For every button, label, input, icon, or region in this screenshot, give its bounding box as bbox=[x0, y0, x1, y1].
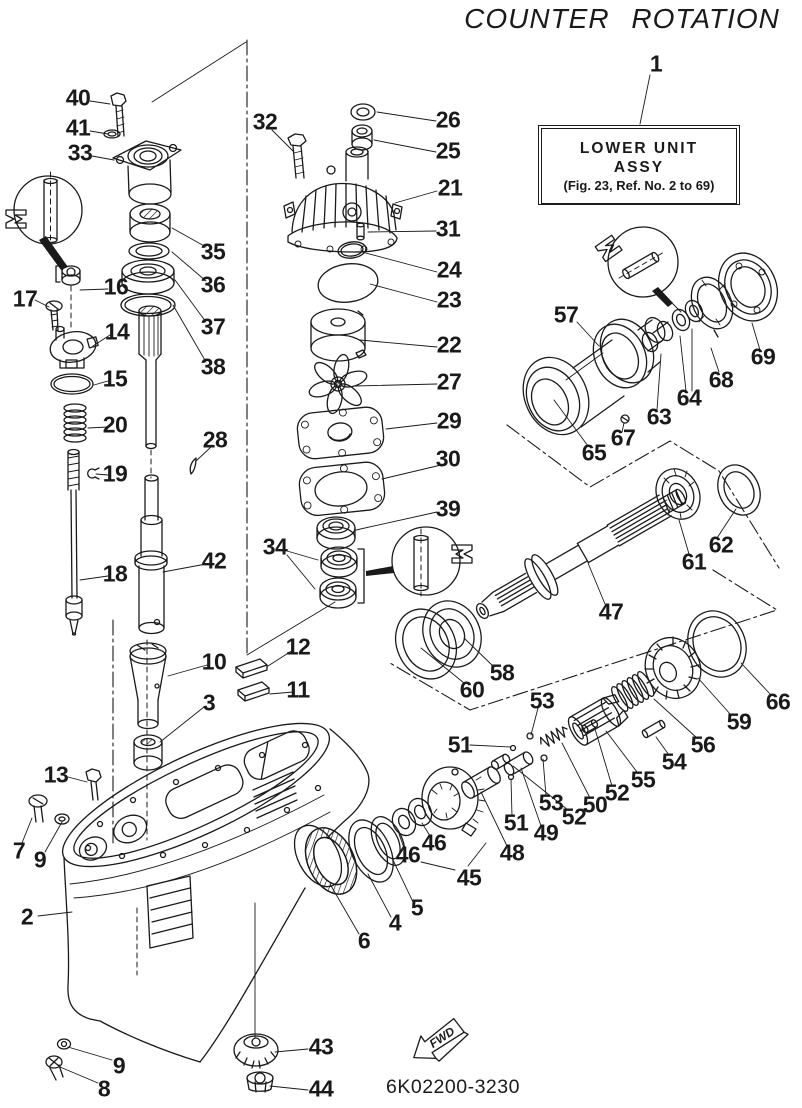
callout-leader-lines bbox=[21, 74, 772, 1091]
callout-17: 17 bbox=[12, 285, 38, 312]
gear-case-parts bbox=[28, 722, 370, 1093]
callout-45: 45 bbox=[456, 864, 482, 891]
callout-55: 55 bbox=[630, 766, 656, 793]
callout-18: 18 bbox=[102, 560, 128, 587]
callout-4: 4 bbox=[388, 909, 402, 936]
callout-29: 29 bbox=[436, 407, 462, 434]
callout-51: 51 bbox=[447, 731, 473, 758]
callout-65: 65 bbox=[581, 439, 607, 466]
left-column-parts bbox=[45, 92, 197, 636]
callout-48: 48 bbox=[499, 839, 525, 866]
callout-30: 30 bbox=[435, 445, 461, 472]
callout-57: 57 bbox=[553, 301, 579, 328]
callout-16: 16 bbox=[103, 273, 129, 300]
callout-1: 1 bbox=[649, 50, 663, 77]
callout-40: 40 bbox=[65, 84, 91, 111]
assy-ref-box-inner: LOWER UNIT ASSY (Fig. 23, Ref. No. 2 to … bbox=[541, 128, 737, 204]
page-title: COUNTER ROTATION bbox=[464, 3, 780, 34]
callout-11: 11 bbox=[286, 676, 310, 703]
callout-43: 43 bbox=[308, 1033, 334, 1060]
callout-19: 19 bbox=[102, 460, 128, 487]
fwd-arrow: FWD bbox=[413, 1017, 469, 1062]
callout-35: 35 bbox=[200, 238, 226, 265]
detail-circle-left bbox=[5, 171, 83, 270]
callout-46: 46 bbox=[395, 841, 421, 868]
callout-10: 10 bbox=[201, 648, 227, 675]
callout-51: 51 bbox=[503, 809, 529, 836]
assy-box-line3: (Fig. 23, Ref. No. 2 to 69) bbox=[563, 177, 715, 193]
callout-34: 34 bbox=[262, 533, 288, 560]
callout-56: 56 bbox=[690, 731, 716, 758]
callout-23: 23 bbox=[436, 286, 462, 313]
callout-15: 15 bbox=[102, 365, 128, 392]
callout-53: 53 bbox=[529, 687, 555, 714]
callout-67: 67 bbox=[610, 424, 636, 451]
assy-box-line1: LOWER UNIT bbox=[579, 139, 699, 157]
callout-25: 25 bbox=[435, 137, 461, 164]
callout-8: 8 bbox=[97, 1075, 111, 1102]
bearing-carrier-parts bbox=[522, 252, 779, 436]
callout-9: 9 bbox=[112, 1052, 126, 1079]
callout-39: 39 bbox=[435, 495, 461, 522]
callout-37: 37 bbox=[200, 313, 226, 340]
callout-50: 50 bbox=[582, 791, 608, 818]
callout-53: 53 bbox=[538, 789, 564, 816]
callout-69: 69 bbox=[750, 343, 776, 370]
callout-26: 26 bbox=[435, 106, 461, 133]
callout-58: 58 bbox=[489, 659, 515, 686]
detail-circle-mid bbox=[357, 526, 473, 604]
callout-41: 41 bbox=[65, 114, 91, 141]
callout-52: 52 bbox=[561, 803, 587, 830]
detail-circle-right bbox=[594, 226, 682, 313]
callout-68: 68 bbox=[708, 366, 734, 393]
callout-66: 66 bbox=[765, 688, 791, 715]
callout-49: 49 bbox=[533, 819, 559, 846]
callout-61: 61 bbox=[681, 548, 707, 575]
callout-21: 21 bbox=[437, 174, 463, 201]
callout-2: 2 bbox=[20, 903, 34, 930]
callout-46: 46 bbox=[421, 829, 447, 856]
callout-20: 20 bbox=[102, 411, 128, 438]
callout-7: 7 bbox=[12, 837, 26, 864]
callout-42: 42 bbox=[201, 547, 227, 574]
callout-13: 13 bbox=[43, 761, 69, 788]
callout-54: 54 bbox=[661, 748, 687, 775]
callout-59: 59 bbox=[726, 708, 752, 735]
callout-64: 64 bbox=[676, 384, 702, 411]
assy-ref-box: LOWER UNIT ASSY (Fig. 23, Ref. No. 2 to … bbox=[538, 125, 740, 205]
callout-3: 3 bbox=[202, 689, 216, 716]
callout-52: 52 bbox=[604, 779, 630, 806]
callout-38: 38 bbox=[200, 353, 226, 380]
callout-12: 12 bbox=[285, 633, 311, 660]
callout-32: 32 bbox=[252, 108, 278, 135]
callout-62: 62 bbox=[708, 531, 734, 558]
prop-shaft-parts bbox=[304, 464, 761, 895]
callout-60: 60 bbox=[459, 676, 485, 703]
callout-36: 36 bbox=[200, 271, 226, 298]
callout-5: 5 bbox=[410, 894, 424, 921]
callout-14: 14 bbox=[104, 318, 130, 345]
callout-44: 44 bbox=[308, 1075, 334, 1102]
callout-24: 24 bbox=[436, 256, 462, 283]
callout-9: 9 bbox=[33, 846, 47, 873]
callout-6: 6 bbox=[357, 927, 371, 954]
callout-47: 47 bbox=[598, 598, 624, 625]
callout-63: 63 bbox=[646, 403, 672, 430]
callout-33: 33 bbox=[67, 139, 93, 166]
callout-22: 22 bbox=[436, 331, 462, 358]
callout-28: 28 bbox=[202, 426, 228, 453]
callout-31: 31 bbox=[435, 215, 461, 242]
drawing-number: 6K02200-3230 bbox=[386, 1076, 520, 1098]
water-pump-parts bbox=[129, 103, 403, 771]
callout-27: 27 bbox=[436, 368, 462, 395]
assy-box-line2: ASSY bbox=[613, 158, 665, 176]
